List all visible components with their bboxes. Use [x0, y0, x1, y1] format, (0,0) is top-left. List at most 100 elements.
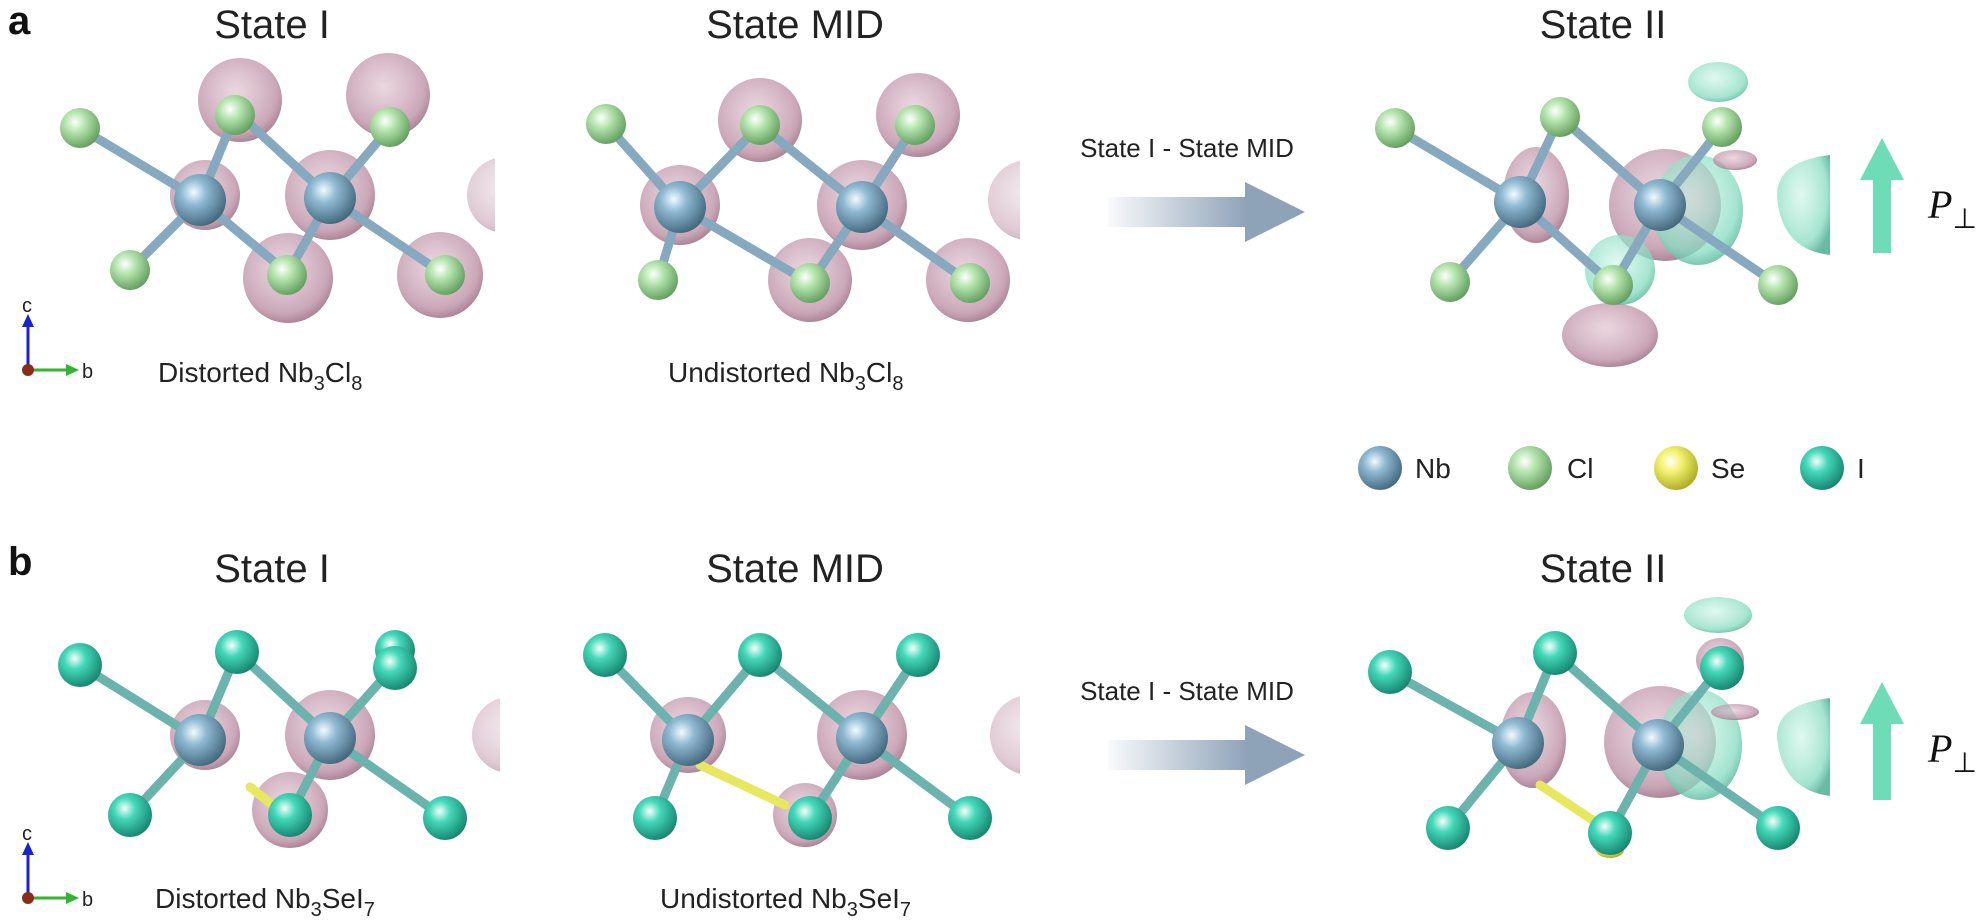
i-atom	[1588, 811, 1632, 855]
density-lobe	[988, 160, 1020, 240]
nb-atom	[304, 712, 356, 764]
positive-lobe	[1688, 62, 1748, 102]
panel-b: b State I State MID State II	[8, 540, 1976, 921]
difference-arrow	[1108, 182, 1305, 242]
cl-atom	[425, 255, 465, 295]
difference-arrow-shaft	[1108, 197, 1248, 227]
difference-arrow	[1108, 725, 1305, 785]
state-mid-title: State MID	[706, 3, 884, 47]
density-lobe	[990, 696, 1020, 774]
cl-atom	[215, 95, 255, 135]
polarization-arrow-shaft	[1873, 722, 1891, 800]
state-ii-structure	[1368, 597, 1830, 858]
i-atom	[373, 646, 417, 690]
legend-item-se: Se	[1654, 446, 1745, 490]
legend-label-nb: Nb	[1415, 453, 1451, 484]
nb-atom	[174, 174, 226, 226]
legend-swatch-i	[1800, 446, 1844, 490]
polarization-arrow-head	[1860, 138, 1904, 180]
cl-atom	[1702, 107, 1742, 147]
i-atom	[633, 796, 677, 840]
i-atom	[423, 796, 467, 840]
i-atom	[58, 643, 102, 687]
cl-atom	[370, 107, 410, 147]
legend-item-i: I	[1800, 446, 1865, 490]
polarization-label: P⊥	[1927, 182, 1976, 235]
i-atom	[1700, 646, 1744, 690]
state-ii-title: State II	[1540, 3, 1667, 47]
difference-arrow-shaft	[1108, 740, 1248, 770]
i-atom	[583, 633, 627, 677]
nb-atom	[1632, 719, 1684, 771]
cl-atom	[1758, 265, 1798, 305]
panel-a: a State I State MID State II	[8, 0, 1976, 490]
state-ii-title: State II	[1540, 547, 1667, 591]
state-mid-structure	[586, 73, 1020, 322]
cl-atom	[1375, 108, 1415, 148]
state-mid-caption: Undistorted Nb3Cl8	[668, 357, 903, 395]
cl-atom	[895, 105, 935, 145]
negative-lobe	[1562, 303, 1658, 367]
se-bond	[695, 760, 790, 810]
cl-atom	[790, 263, 830, 303]
density-lobe	[346, 53, 430, 137]
i-atom	[788, 796, 832, 840]
state-i-title: State I	[214, 3, 330, 47]
nb-atom	[174, 714, 226, 766]
cl-atom	[267, 255, 307, 295]
nb-atom	[662, 714, 714, 766]
polarization-label: P⊥	[1927, 726, 1976, 779]
cl-atom	[1540, 97, 1580, 137]
legend-swatch-cl	[1508, 446, 1552, 490]
nb-atom	[304, 172, 356, 224]
difference-arrow-head	[1245, 182, 1305, 242]
cl-atom	[950, 263, 990, 303]
i-atom	[268, 793, 312, 837]
state-i-title: State I	[214, 547, 330, 591]
legend-item-nb: Nb	[1358, 446, 1451, 490]
negative-lobe	[1713, 150, 1757, 170]
density-lobe	[472, 698, 500, 772]
state-ii-structure	[1375, 62, 1830, 367]
density-lobe	[467, 158, 495, 232]
difference-arrow-head	[1245, 725, 1305, 785]
state-i-caption: Distorted Nb3SeI7	[155, 883, 375, 921]
legend-item-cl: Cl	[1508, 446, 1593, 490]
nb-atom	[836, 712, 888, 764]
nb-atom	[1494, 176, 1546, 228]
i-atom	[108, 793, 152, 837]
cl-atom	[638, 260, 678, 300]
i-atom	[1368, 650, 1412, 694]
legend-label-cl: Cl	[1567, 453, 1593, 484]
polarization-arrow-head	[1860, 682, 1904, 724]
i-atom	[1426, 806, 1470, 850]
nb-atom	[654, 181, 706, 233]
axis-indicator: c b	[22, 295, 93, 383]
polarization-arrow-shaft	[1873, 178, 1891, 253]
axis-origin	[22, 364, 34, 376]
state-i-structure	[60, 53, 495, 323]
i-atom	[215, 630, 259, 674]
legend-swatch-se	[1654, 446, 1698, 490]
panel-letter: b	[8, 540, 32, 584]
cl-atom	[586, 104, 626, 144]
panel-letter: a	[8, 0, 31, 43]
cl-atom	[110, 250, 150, 290]
b-axis-arrowhead	[66, 364, 79, 376]
difference-label: State I - State MID	[1080, 676, 1294, 706]
nb-atom	[1492, 717, 1544, 769]
negative-lobe	[1711, 704, 1759, 720]
i-atom	[896, 633, 940, 677]
c-axis-label: c	[22, 295, 32, 317]
i-atom	[738, 633, 782, 677]
state-mid-structure	[583, 633, 1020, 847]
positive-lobe	[1777, 698, 1830, 796]
positive-lobe	[1684, 597, 1752, 633]
legend-swatch-nb	[1358, 446, 1402, 490]
state-i-structure	[58, 630, 500, 848]
difference-label: State I - State MID	[1080, 133, 1294, 163]
legend-label-i: I	[1857, 453, 1865, 484]
legend-label-se: Se	[1711, 453, 1745, 484]
i-atom	[1533, 631, 1577, 675]
